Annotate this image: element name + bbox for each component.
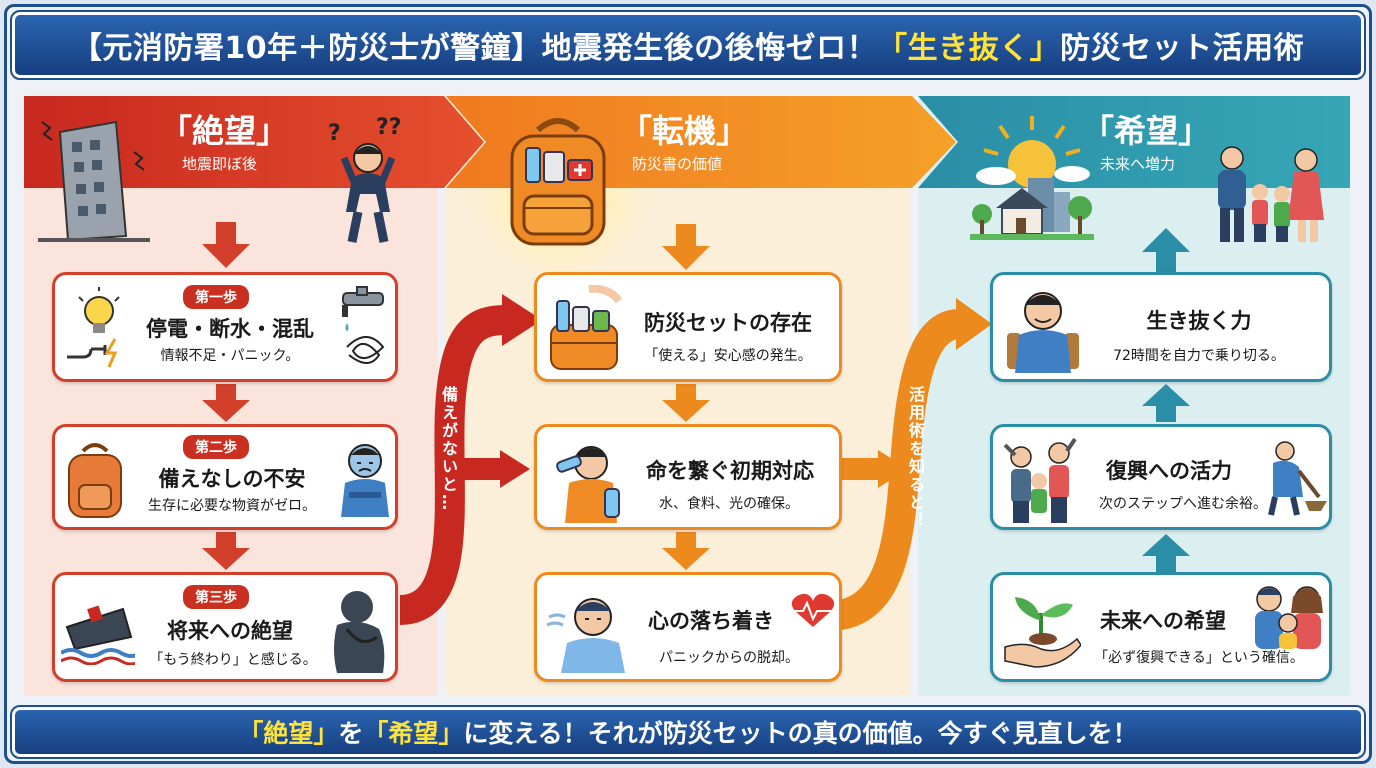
card-description: 72時間を自力で乗り切る。: [1113, 348, 1285, 364]
family-icon: [1218, 146, 1324, 242]
happy-family-icon: [1255, 586, 1323, 649]
heartbeat-icon: [789, 593, 837, 627]
card-title: 命を繋ぐ初期対応: [646, 459, 814, 483]
connector-arrow-right: [826, 298, 992, 631]
step-badge: 第三歩: [183, 585, 249, 609]
sprout-in-hand-icon: [1004, 597, 1081, 668]
hope-title: 「希望」: [1082, 112, 1211, 150]
hope-card-1: 生き抜く力 72時間を自力で乗り切る。: [990, 272, 1332, 382]
card-description: 次のステップへ進む余裕。: [1099, 496, 1267, 512]
down-arrow-5: [662, 384, 710, 422]
up-arrow-3: [1142, 534, 1190, 572]
hope-card-2: 復興への活力 次のステップへ進む余裕。: [990, 424, 1332, 530]
card-description: 「必ず復興できる」という確信。: [1094, 650, 1304, 666]
despair-title: 「絶望」: [160, 112, 289, 150]
rebuilding-team-icon: [1003, 437, 1077, 523]
svg-text:?: ?: [328, 121, 341, 146]
card-description: パニックからの脱却。: [659, 650, 799, 666]
title-part2: 防災セット活用術: [1060, 31, 1305, 66]
card-description: 「使える」安心感の発生。: [644, 348, 812, 364]
card-title: 防災セットの存在: [644, 311, 812, 335]
footer-text-1: を: [338, 719, 364, 748]
connector-label-left: 備えがないと…: [439, 386, 458, 512]
card-title: 復興への活力: [1106, 459, 1232, 483]
step-badge: 第一歩: [183, 285, 249, 309]
card-description: 「もう終わり」と感じる。: [149, 652, 317, 668]
hope-card-3: 未来への希望 「必ず復興できる」という確信。: [990, 572, 1332, 682]
despair-card-2: 第二歩 備えなしの不安 生存に必要な物資がゼロ。: [52, 424, 398, 530]
footer-banner: 「絶望」を「希望」に変える！それが防災セットの真の価値。今すぐ見直しを！: [10, 705, 1366, 759]
down-arrow-1: [202, 222, 250, 268]
card-description: 生存に必要な物資がゼロ。: [148, 498, 316, 514]
turning-title: 「転機」: [620, 112, 749, 150]
empty-backpack-icon: [68, 443, 122, 518]
card-title: 停電・断水・混乱: [146, 317, 314, 341]
svg-text:??: ??: [376, 116, 402, 140]
card-description: 水、食料、光の確保。: [659, 496, 799, 512]
despair-card-1: 第一歩 停電・断水・混乱 情報不足・パニック。: [52, 272, 398, 382]
calm-person-icon: [546, 598, 625, 673]
worried-person-icon: [341, 444, 389, 517]
turning-card-3: 心の落ち着き パニックからの脱却。: [534, 572, 842, 682]
card-description: 情報不足・パニック。: [160, 348, 300, 364]
collapsed-building-icon: [38, 120, 150, 242]
card-title: 心の落ち着き: [648, 609, 774, 633]
step-badge: 第二歩: [183, 435, 249, 459]
turning-subtitle: 防災書の価値: [632, 155, 723, 173]
title-banner: 【元消防署10年＋防災士が警鐘】地震発生後の後悔ゼロ！「生き抜く」防災セット活用…: [10, 10, 1366, 80]
power-outage-icon: [67, 287, 120, 368]
card-title: 未来への希望: [1100, 609, 1226, 633]
down-arrow-2: [202, 384, 250, 422]
backpack-icon: [510, 118, 606, 246]
footer-hope-word: 「希望」: [363, 719, 464, 748]
sinking-ship-icon: [61, 605, 135, 665]
down-arrow-4: [662, 224, 710, 270]
despair-card-3: 第三歩 将来への絶望 「もう終わり」と感じる。: [52, 572, 398, 682]
up-arrow-2: [1142, 384, 1190, 422]
digging-person-icon: [1268, 441, 1327, 516]
sad-person-icon: [334, 591, 385, 673]
title-highlight: 「生き抜く」: [877, 31, 1061, 66]
faucet-tangle-icon: [342, 286, 385, 364]
down-arrow-6: [662, 532, 710, 570]
distressed-person-icon: ? ??: [328, 116, 402, 243]
down-arrow-3: [202, 532, 250, 570]
footer-text-2: に変える！それが防災セットの真の価値。今すぐ見直しを！: [463, 719, 1138, 748]
sunrise-town-icon: [970, 116, 1094, 240]
open-emergency-kit-icon: [550, 285, 623, 370]
confident-person-icon: [1007, 292, 1079, 373]
card-title: 将来への絶望: [167, 619, 293, 643]
up-arrow-1: [1142, 228, 1190, 272]
connector-arrow-left: [398, 294, 542, 625]
connector-label-right: 活用術を知ると！: [906, 386, 925, 530]
card-title: 生き抜く力: [1146, 309, 1252, 333]
turning-card-1: 防災セットの存在 「使える」安心感の発生。: [534, 272, 842, 382]
title-part1: 【元消防署10年＋防災士が警鐘】地震発生後の後悔ゼロ！: [71, 31, 878, 66]
turning-card-2: 命を繋ぐ初期対応 水、食料、光の確保。: [534, 424, 842, 530]
card-title: 備えなしの不安: [158, 467, 306, 491]
drinking-water-icon: [556, 446, 620, 523]
footer-despair-word: 「絶望」: [238, 719, 339, 748]
despair-subtitle: 地震即ぼ後: [182, 155, 258, 173]
hope-subtitle: 未来へ増力: [1100, 155, 1176, 173]
